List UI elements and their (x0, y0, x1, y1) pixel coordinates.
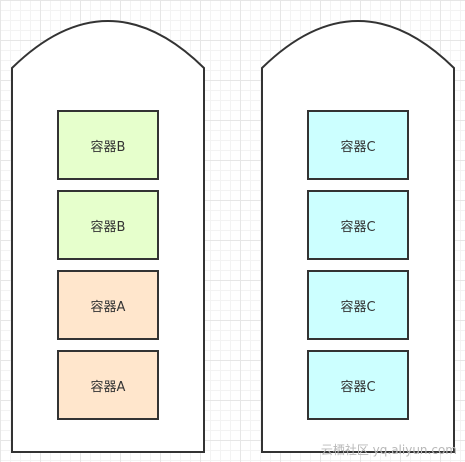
container-box-c: 容器C (307, 350, 409, 420)
container-box-a: 容器A (57, 270, 159, 340)
container-box-c: 容器C (307, 110, 409, 180)
container-box-c: 容器C (307, 190, 409, 260)
watermark-text: 云栖社区 yq.aliyun.com (320, 443, 457, 457)
container-box-b: 容器B (57, 110, 159, 180)
container-box-b: 容器B (57, 190, 159, 260)
container-box-a: 容器A (57, 350, 159, 420)
container-box-c: 容器C (307, 270, 409, 340)
